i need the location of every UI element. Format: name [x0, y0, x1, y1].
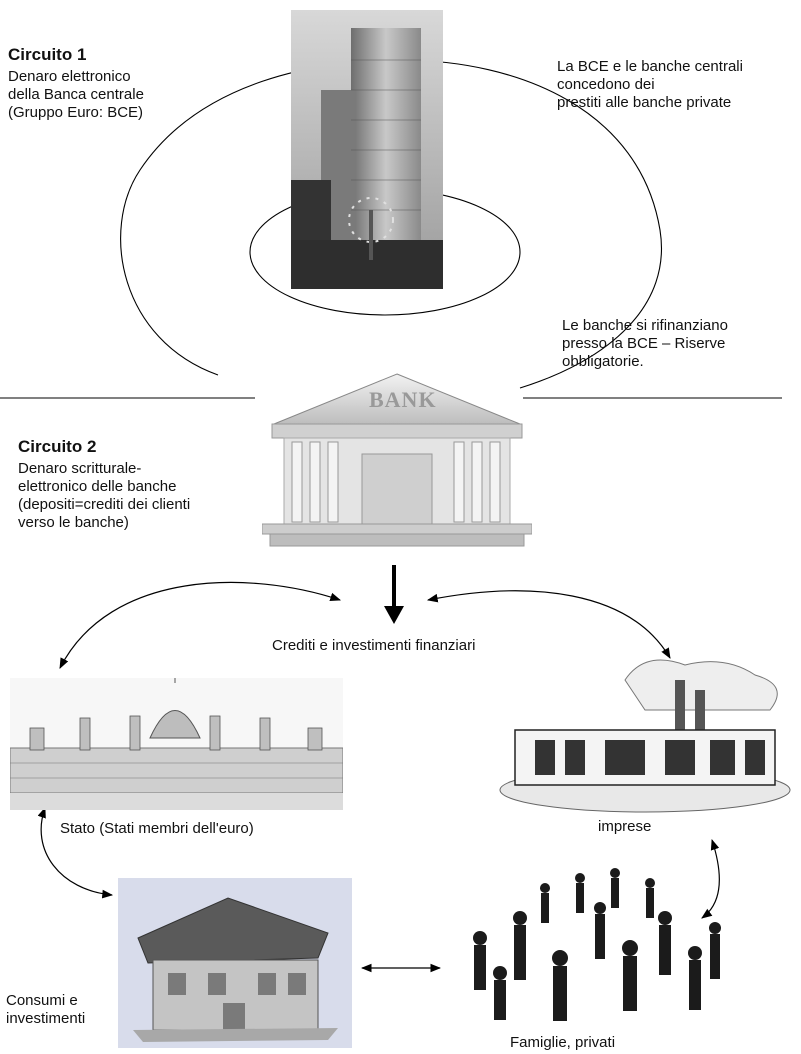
- bce-note: La BCE e le banche centrali concedono de…: [557, 58, 743, 111]
- arrow-bank-state: [59, 581, 342, 669]
- circuit1-title: Circuito 1: [8, 45, 87, 64]
- factory-image: [499, 659, 791, 813]
- parliament-image: [10, 678, 343, 810]
- circuit2-title: Circuito 2: [18, 437, 97, 456]
- companies-label: imprese: [598, 818, 652, 835]
- bank-building-image: [262, 373, 532, 547]
- refinance-note: Le banche si rifinanziano presso la BCE …: [562, 317, 728, 370]
- consumption-label: Consumi e investimenti: [6, 992, 86, 1027]
- house-image: [118, 878, 352, 1048]
- circuit2-description: Denaro scritturale- elettronico delle ba…: [18, 460, 191, 531]
- state-label: Stato (Stati membri dell'euro): [60, 820, 254, 837]
- circuit1-description: Denaro elettronico della Banca centrale …: [8, 68, 144, 121]
- families-label: Famiglie, privati: [510, 1034, 616, 1051]
- families-crowd-image: [473, 868, 721, 1021]
- bank-sign: BANK: [369, 387, 437, 412]
- down-arrow-head: [384, 606, 404, 624]
- arrow-companies-families: [701, 838, 720, 919]
- credits-label: Crediti e investimenti finanziari: [272, 637, 476, 654]
- arrow-bank-companies: [426, 590, 671, 659]
- ecb-tower-image: [291, 10, 443, 289]
- arrow-state-house: [37, 806, 114, 899]
